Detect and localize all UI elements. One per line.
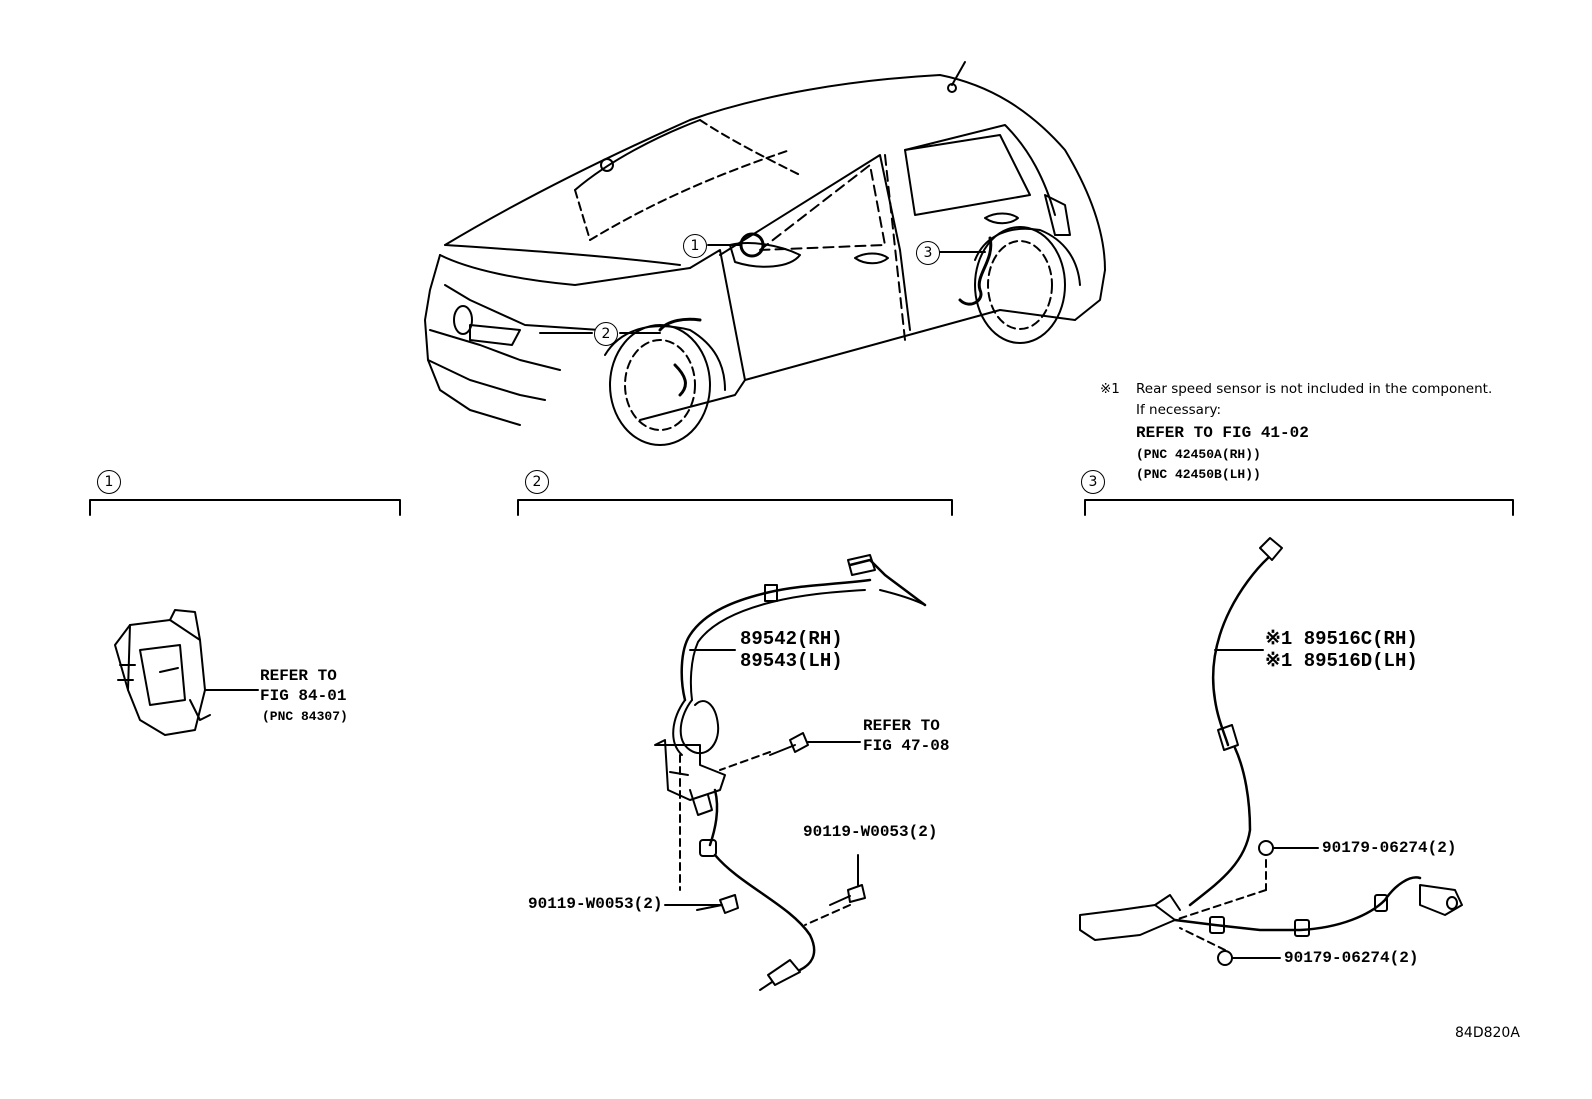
front-speed-sensor-illustration <box>654 554 927 991</box>
section-2-part-rh: 89542(RH) <box>740 628 843 650</box>
section-3-clip-lower: 90179-06274(2) <box>1284 949 1419 967</box>
note-line-3: REFER TO FIG 41-02 <box>1136 424 1309 442</box>
section-2-bolt-upper: 90119-W0053(2) <box>803 823 938 841</box>
section-1-refer-line-1: REFER TO <box>260 667 337 685</box>
callout-1: 1 <box>683 234 707 258</box>
callout-2: 2 <box>594 322 618 346</box>
section-3-part-rh: ※1 89516C(RH) <box>1265 628 1418 650</box>
section-3-part-lh: ※1 89516D(LH) <box>1265 650 1418 672</box>
section-1-refer-line-2: FIG 84-01 <box>260 687 347 705</box>
section-2-refer-line-2: FIG 47-08 <box>863 737 950 755</box>
note-line-5: (PNC 42450B(LH)) <box>1136 467 1261 482</box>
section-3-bracket <box>1084 499 1514 516</box>
note-line-4: (PNC 42450A(RH)) <box>1136 447 1261 462</box>
callout-3: 3 <box>916 241 940 265</box>
section-3-clip-upper: 90179-06274(2) <box>1322 839 1457 857</box>
figure-code: 84D820A <box>1455 1025 1520 1041</box>
spiral-cable-illustration <box>114 609 259 736</box>
rear-speed-sensor-illustration <box>1079 537 1463 966</box>
section-2-refer-line-1: REFER TO <box>863 717 940 735</box>
note-line-2: If necessary: <box>1136 402 1222 418</box>
section-3-number: 3 <box>1081 470 1105 494</box>
section-1-refer-line-3: (PNC 84307) <box>262 709 348 724</box>
note-mark: ※1 <box>1100 381 1120 397</box>
section-2-part-lh: 89543(LH) <box>740 650 843 672</box>
section-1-bracket <box>89 499 401 516</box>
section-1-number: 1 <box>97 470 121 494</box>
section-2-number: 2 <box>525 470 549 494</box>
section-2-bracket <box>517 499 953 516</box>
section-2-bolt-lower: 90119-W0053(2) <box>528 895 663 913</box>
vehicle-illustration <box>424 61 1106 446</box>
note-line-1: Rear speed sensor is not included in the… <box>1136 381 1493 397</box>
